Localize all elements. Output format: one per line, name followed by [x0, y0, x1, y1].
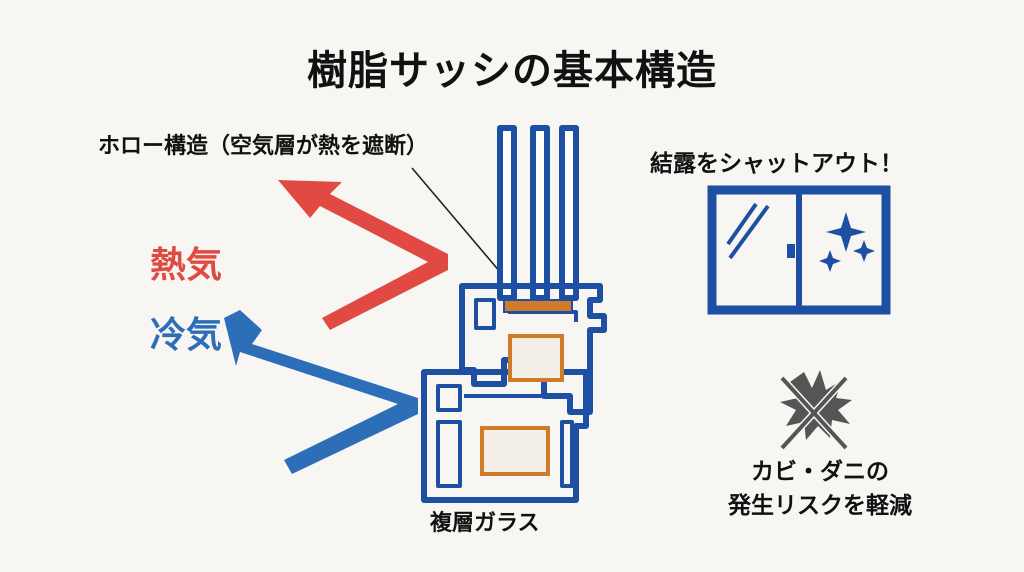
hollow-structure-label: ホロー構造（空気層が熱を遮断）: [98, 134, 429, 159]
heat-arrow-icon: [278, 180, 448, 330]
double-glazing-label: 複層ガラス: [430, 511, 540, 536]
mold-mite-label-line2: 発生リスクを軽減: [728, 493, 912, 519]
cold-label: 冷気: [150, 315, 223, 356]
sash-cross-section: [421, 125, 607, 503]
diagram-title: 樹脂サッシの基本構造: [307, 48, 717, 94]
spacer-blocks: [480, 299, 573, 476]
mold-mite-label-line1: カビ・ダニの: [751, 459, 889, 485]
cold-arrow-icon: [224, 310, 418, 474]
sliding-window-icon: [707, 185, 891, 315]
mold-mite-icon: [779, 370, 852, 451]
heat-label: 熱気: [150, 245, 223, 286]
mold-mite-label: カビ・ダニの 発生リスクを軽減: [690, 455, 950, 523]
condensation-label: 結露をシャットアウト！: [650, 151, 903, 177]
hollow-pointer-line: [411, 167, 513, 287]
sparkle-icon: [819, 212, 875, 272]
